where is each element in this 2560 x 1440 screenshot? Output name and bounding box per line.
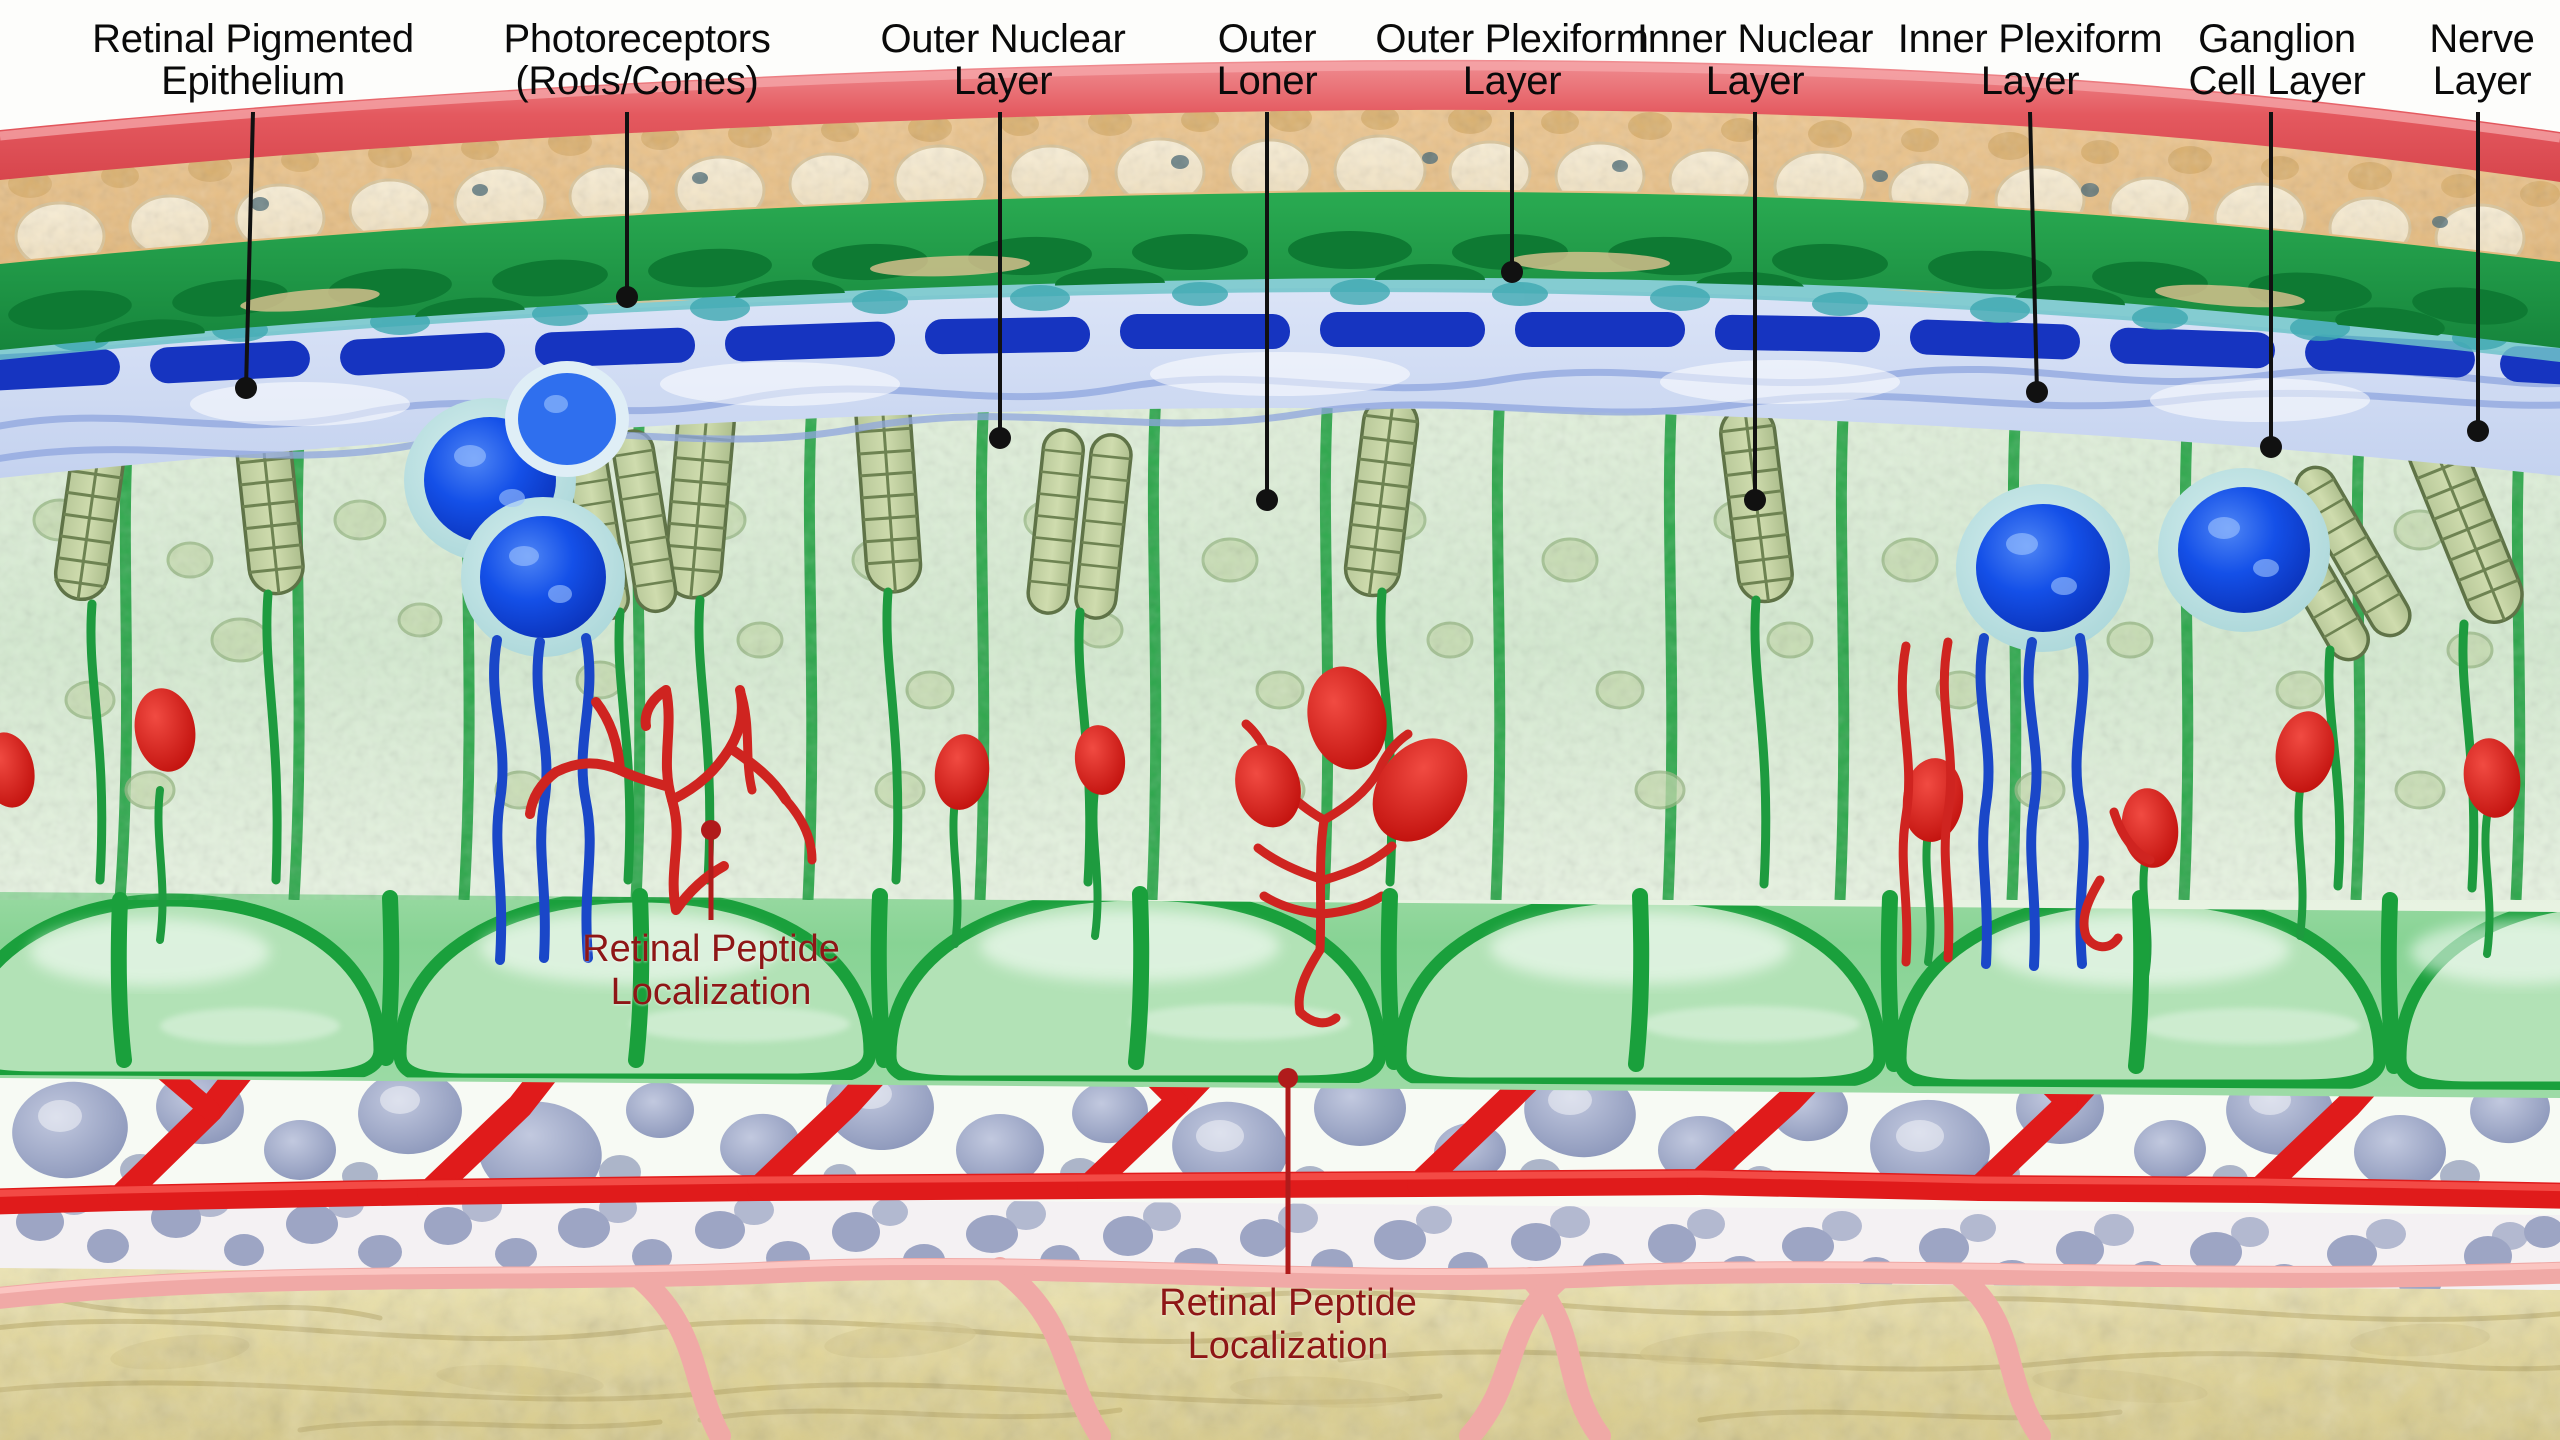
layer-label-ganglion-cell-layer: Ganglion Cell Layer xyxy=(2188,17,2366,104)
nucleus xyxy=(505,361,629,477)
bruch-membrane-band xyxy=(0,59,2560,182)
retinal-peptide-localization-upper xyxy=(525,666,1468,1028)
peptide-fibers-right xyxy=(1897,637,2155,967)
layer-label-nerve-layer: Nerve Layer xyxy=(2429,17,2535,104)
layer-label-inner-plexiform-layer: Inner Plexiform Layer xyxy=(1897,17,2163,104)
axon-fibers-blue xyxy=(489,633,2089,971)
choroidal-vessel xyxy=(0,1257,2560,1440)
layer-label-outer-loner: Outer Loner xyxy=(1216,17,1318,104)
layer-label-photoreceptors: Photoreceptors (Rods/Cones) xyxy=(503,17,771,104)
annotation-peptide-lower: Retinal Peptide Localization xyxy=(1159,1282,1417,1367)
layer-label-inner-nuclear-layer: Inner Nuclear Layer xyxy=(1636,17,1874,104)
annotation-peptide-upper: Retinal Peptide Localization xyxy=(582,928,840,1013)
layer-label-retinal-pigmented-epithelium: Retinal Pigmented Epithelium xyxy=(92,17,414,104)
layer-label-outer-nuclear-layer: Outer Nuclear Layer xyxy=(880,17,1126,104)
cell-membrane-junctions xyxy=(110,886,2402,1074)
peptide-fibers-left xyxy=(735,685,817,865)
sclera-layer xyxy=(0,1262,2560,1440)
peptide-granule xyxy=(1235,666,1468,842)
nucleus xyxy=(461,497,625,657)
nucleus xyxy=(1956,484,2130,652)
blue-nuclei-group xyxy=(404,361,2330,657)
layer-label-outer-plexiform-layer: Outer Plexiform Layer xyxy=(1375,17,1649,104)
nucleus xyxy=(2158,468,2330,632)
